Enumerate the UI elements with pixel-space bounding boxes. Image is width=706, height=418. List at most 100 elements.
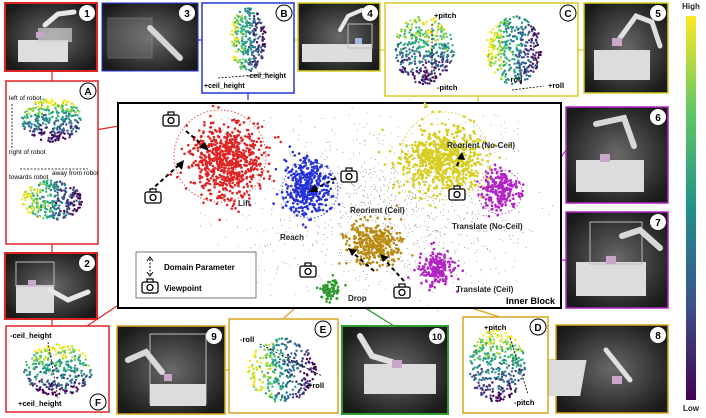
scatter-point <box>453 147 457 150</box>
scatter-point <box>458 234 460 236</box>
scatter-point <box>327 176 330 179</box>
scatter-point <box>372 235 375 238</box>
scatter-point <box>293 188 297 192</box>
scatter-point <box>375 246 379 250</box>
scatter-point <box>257 17 260 20</box>
scatter-point <box>428 73 432 76</box>
scatter-point <box>433 202 435 204</box>
scatter-point <box>378 143 380 144</box>
scatter-point <box>229 170 232 173</box>
scatter-point <box>347 270 349 272</box>
scatter-point <box>285 231 287 233</box>
scatter-point <box>253 15 256 18</box>
scatter-point <box>432 270 436 274</box>
scatter-point <box>381 239 384 242</box>
scatter-point <box>362 194 364 196</box>
scatter-point <box>254 128 256 130</box>
scatter-point <box>33 134 36 137</box>
scatter-point <box>72 127 75 131</box>
scatter-point <box>452 267 456 271</box>
scatter-point <box>516 242 518 244</box>
scatter-point <box>461 179 465 182</box>
scatter-point <box>257 137 261 140</box>
scatter-point <box>479 153 482 156</box>
scatter-point <box>463 135 466 139</box>
scatter-point <box>367 247 371 250</box>
scatter-point <box>442 274 445 278</box>
scatter-point <box>410 55 414 58</box>
scatter-point <box>194 159 197 163</box>
scatter-point <box>306 151 308 153</box>
scatter-point <box>437 310 439 312</box>
scatter-point <box>326 142 328 143</box>
scatter-point <box>315 182 319 186</box>
scatter-point <box>497 294 499 296</box>
scatter-point <box>455 251 457 253</box>
scatter-point <box>446 131 449 134</box>
scatter-point <box>187 143 190 147</box>
scatter-point <box>442 136 446 139</box>
scatter-point <box>503 286 505 288</box>
scatter-point <box>54 201 58 205</box>
scatter-point <box>469 201 471 203</box>
scatter-point <box>496 197 500 201</box>
scatter-point <box>55 119 58 122</box>
scatter-point <box>417 191 419 193</box>
scatter-point <box>56 199 59 202</box>
scatter-point <box>292 128 294 130</box>
scatter-point <box>445 183 449 187</box>
scatter-point <box>504 127 506 129</box>
scatter-point <box>319 287 322 291</box>
scatter-point <box>305 154 309 158</box>
scatter-point <box>228 189 232 193</box>
scatter-point <box>236 30 240 33</box>
scatter-point <box>367 207 368 209</box>
scatter-point <box>404 265 405 266</box>
scatter-point <box>364 238 368 242</box>
scatter-point <box>412 126 414 128</box>
scatter-point <box>440 176 444 180</box>
scatter-point <box>362 262 365 265</box>
scatter-point <box>491 138 493 140</box>
scatter-point <box>392 241 396 245</box>
scatter-point <box>39 123 42 127</box>
scatter-point <box>424 191 428 195</box>
scatter-point <box>353 155 355 157</box>
scatter-point <box>517 238 519 240</box>
scatter-point <box>471 140 475 143</box>
scatter-point <box>256 168 259 171</box>
scatter-point <box>420 282 423 285</box>
scatter-point <box>299 194 302 198</box>
scatter-point <box>209 169 213 173</box>
scatter-point <box>297 172 301 176</box>
scatter-point <box>364 233 368 237</box>
scatter-point <box>209 177 213 180</box>
scatter-point <box>393 238 396 242</box>
scatter-point <box>264 244 266 246</box>
scatter-point <box>199 170 202 174</box>
scatter-point <box>322 287 325 291</box>
scatter-point <box>425 225 427 227</box>
scatter-point <box>409 19 412 22</box>
scatter-point <box>249 158 253 161</box>
scatter-point <box>237 160 240 163</box>
scatter-point <box>394 49 398 52</box>
scatter-point <box>293 154 297 157</box>
scatter-point <box>73 203 76 207</box>
scatter-point <box>299 184 302 188</box>
scatter-point <box>323 192 327 195</box>
scatter-point <box>408 253 410 255</box>
scatter-point <box>349 254 351 256</box>
scatter-point <box>280 190 284 194</box>
scatter-point <box>486 230 488 232</box>
scatter-point <box>443 28 446 31</box>
scatter-point <box>477 160 480 164</box>
scatter-point <box>458 143 460 145</box>
scatter-point <box>391 205 392 207</box>
scatter-point <box>231 119 234 122</box>
scatter-point <box>426 229 428 231</box>
scatter-point <box>397 126 399 128</box>
scatter-point <box>435 237 437 239</box>
scatter-point <box>262 177 266 180</box>
scatter-point <box>302 226 304 228</box>
